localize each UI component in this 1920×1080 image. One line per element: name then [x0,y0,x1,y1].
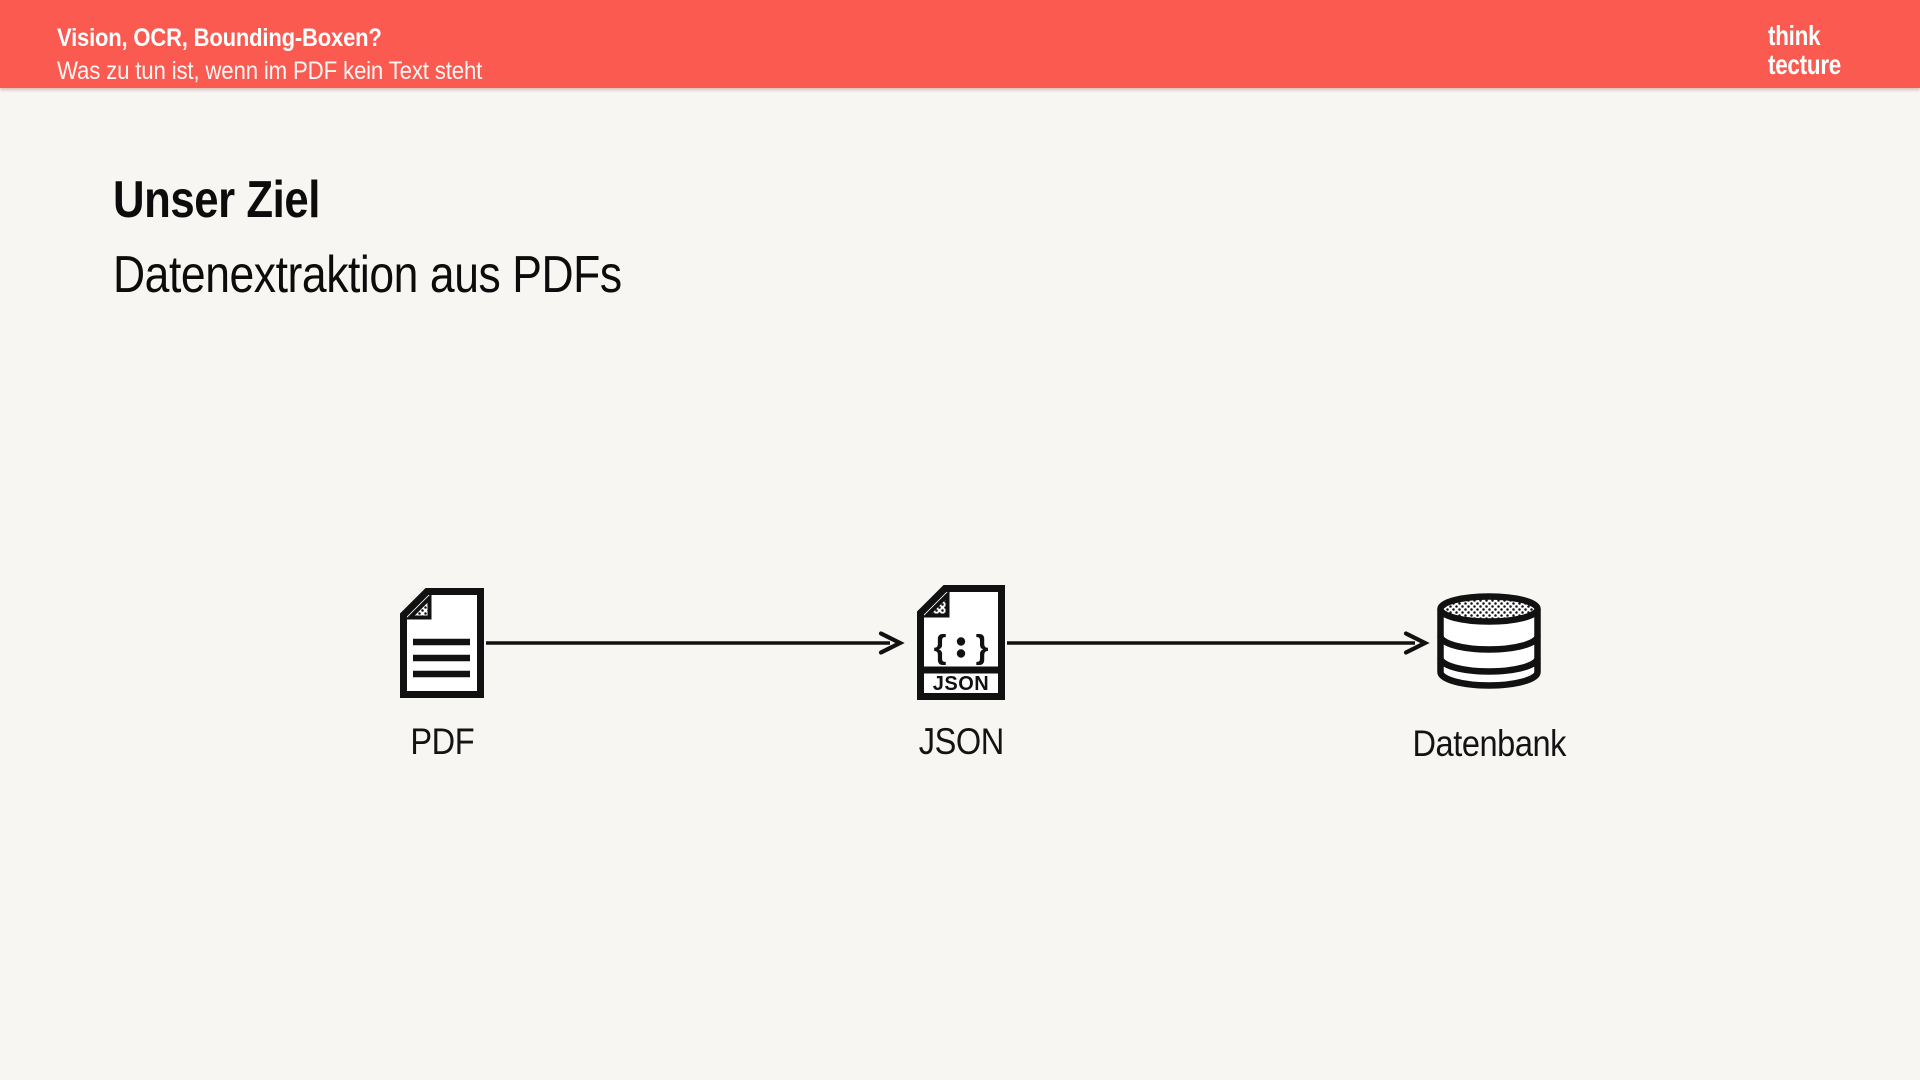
diagram-node-json: { } JSON JSON [841,585,1081,760]
node-label-json: JSON [918,721,1004,762]
header-title: Vision, OCR, Bounding-Boxen? [57,24,382,52]
arrow-json-to-datenbank [1007,631,1430,655]
header-subtitle: Was zu tun ist, wenn im PDF kein Text st… [57,57,483,85]
arrow-pdf-to-json [486,631,905,655]
json-colon-dot-bottom [956,649,966,658]
pdf-document-icon [400,588,484,698]
logo-line-2: tecture [1768,49,1842,80]
json-colon-dot-top [956,637,966,646]
database-icon [1437,593,1541,689]
logo-line-1: think [1768,20,1821,51]
json-brace-close: } [976,628,989,665]
slide-header-bar: Vision, OCR, Bounding-Boxen? Was zu tun … [0,0,1920,88]
diagram-node-pdf: PDF [322,588,562,760]
node-label-pdf: PDF [410,721,474,762]
json-brace-open: { [934,628,947,665]
slide-title: Unser Ziel [113,171,320,229]
thinktecture-logo: think tecture [1768,21,1841,79]
node-label-datenbank: Datenbank [1412,723,1566,764]
diagram-node-datenbank: Datenbank [1369,593,1609,762]
slide-subtitle: Datenextraktion aus PDFs [113,246,622,304]
json-file-icon: { } JSON [917,585,1005,700]
json-file-type-badge: JSON [933,673,989,695]
